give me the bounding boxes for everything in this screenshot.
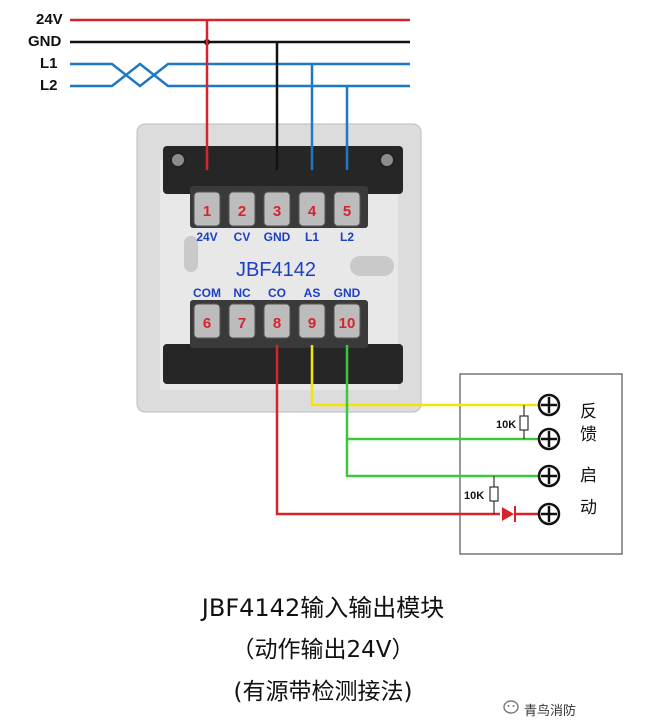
diode-icon bbox=[502, 507, 514, 521]
feedback-label-1: 反 bbox=[580, 402, 597, 422]
external-terminal-icon bbox=[537, 393, 561, 417]
bottom-terminal-housing bbox=[163, 344, 403, 384]
base-slot bbox=[184, 236, 198, 272]
resistor2-label: 10K bbox=[464, 490, 484, 502]
start-label-1: 启 bbox=[580, 466, 597, 486]
wire-as-yellow bbox=[310, 345, 538, 407]
terminal-number: 3 bbox=[273, 203, 281, 220]
terminal-screw bbox=[193, 191, 221, 227]
terminal-label: L1 bbox=[305, 230, 319, 244]
external-terminal-icon bbox=[537, 502, 561, 526]
terminal-screw bbox=[228, 303, 256, 339]
terminal-screw bbox=[263, 303, 291, 339]
terminal-label: CV bbox=[234, 230, 251, 244]
resistor1 bbox=[519, 415, 529, 431]
terminal-number: 1 bbox=[203, 203, 211, 220]
terminal-label: CO bbox=[268, 286, 286, 300]
terminal-label: 24V bbox=[196, 230, 217, 244]
wire-co-red bbox=[275, 345, 500, 516]
base-slot bbox=[350, 256, 394, 276]
wire-gnd-green-2 bbox=[345, 439, 538, 478]
resistor2 bbox=[489, 486, 499, 502]
terminal-label: COM bbox=[193, 286, 221, 300]
terminal-number: 8 bbox=[273, 315, 281, 332]
bus-gnd-label: GND bbox=[28, 33, 62, 50]
terminal-label: GND bbox=[264, 230, 291, 244]
bus-24v-label: 24V bbox=[36, 11, 63, 28]
wechat-icon bbox=[503, 700, 519, 714]
terminal-number: 10 bbox=[339, 315, 356, 332]
terminal-number: 7 bbox=[238, 315, 246, 332]
bus-l2-label: L2 bbox=[40, 77, 58, 94]
bus-l2-line bbox=[70, 62, 410, 88]
caption-note: (有源带检测接法) bbox=[233, 679, 413, 705]
bus-l1-line bbox=[70, 62, 410, 88]
bus-l1-label: L1 bbox=[40, 55, 58, 72]
start-label-2: 动 bbox=[580, 498, 597, 518]
terminal-number: 5 bbox=[343, 203, 351, 220]
terminal-screw bbox=[193, 303, 221, 339]
watermark-text: 青鸟消防 bbox=[524, 704, 577, 719]
terminal-screw bbox=[228, 191, 256, 227]
resistor1-label: 10K bbox=[496, 419, 516, 431]
terminal-screw bbox=[333, 303, 361, 339]
terminal-label: NC bbox=[233, 286, 251, 300]
caption-title: JBF4142输入输出模块 bbox=[201, 594, 445, 622]
feedback-label-2: 馈 bbox=[580, 425, 597, 445]
terminal-screw bbox=[263, 191, 291, 227]
terminal-screw bbox=[333, 191, 361, 227]
terminal-number: 9 bbox=[308, 315, 316, 332]
terminal-label: GND bbox=[334, 286, 361, 300]
external-terminal-icon bbox=[537, 427, 561, 451]
terminal-number: 2 bbox=[238, 203, 246, 220]
external-terminal-icon bbox=[537, 464, 561, 488]
terminal-label: L2 bbox=[340, 230, 354, 244]
mounting-screw bbox=[170, 152, 186, 168]
terminal-screw bbox=[298, 303, 326, 339]
mounting-screw bbox=[379, 152, 395, 168]
caption-subtitle: （动作输出24V） bbox=[231, 637, 415, 663]
terminal-number: 6 bbox=[203, 315, 211, 332]
module-model-label: JBF4142 bbox=[236, 259, 316, 281]
terminal-number: 4 bbox=[308, 203, 317, 220]
terminal-screw bbox=[298, 191, 326, 227]
top-terminal-housing bbox=[163, 146, 403, 194]
terminal-label: AS bbox=[304, 286, 321, 300]
